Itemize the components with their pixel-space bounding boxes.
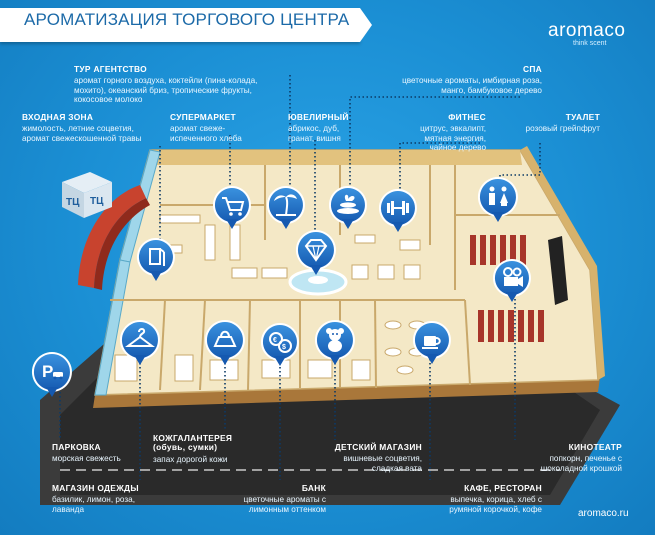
zone-name: КАФЕ, РЕСТОРАН [464,483,542,493]
zone-name: ВХОДНАЯ ЗОНА [22,112,94,122]
zone-name: ТУАЛЕТ [565,112,600,122]
entrance-arch [78,185,146,288]
glass-facade-lower [94,259,131,396]
label-supermarket: СУПЕРМАРКЕТ аромат свеже-испеченного хле… [170,112,256,143]
page-title: АРОМАТИЗАЦИЯ ТОРГОВОГО ЦЕНТРА [24,10,350,29]
zone-name: ПАРКОВКА [52,442,101,452]
logo-cube-right [84,182,112,218]
label-spa: СПА цветочные ароматы, имбирная роза, ма… [402,64,542,95]
zone-desc: цветочные ароматы с лимонным оттенком [243,495,326,514]
zone-desc: выпечка, корица, хлеб с румяной корочкой… [449,495,542,514]
title-banner [0,8,372,42]
entrance-arch-edge [94,198,150,290]
zone-name: КОЖГАЛАНТЕРЕЯ (обувь, сумки) [153,433,233,453]
website-url: aromaco.ru [578,508,629,519]
logo-cube-mark-side: ТЦ [90,196,104,207]
zone-desc: розовый грейпфрут [525,124,600,134]
building-back-wall [150,150,522,165]
building-side-wall [93,378,600,408]
svg-text:€: € [273,337,277,344]
label-jewelry: ЮВЕЛИРНЫЙ абрикос, дуб, гранат, вишня [288,112,354,143]
zone-name: СУПЕРМАРКЕТ [170,112,236,122]
fitness-equipment [351,234,421,280]
label-leather: КОЖГАЛАНТЕРЕЯ (обувь, сумки) запах дорог… [153,433,233,464]
fountain-center [308,276,328,284]
logo-cube-top [62,172,112,193]
label-parking: ПАРКОВКА морская свежесть [52,442,142,464]
zone-name: МАГАЗИН ОДЕЖДЫ [52,483,139,493]
zone-name: ДЕТСКИЙ МАГАЗИН [334,442,422,452]
zone-desc: аромат свеже-испеченного хлеба [170,124,242,143]
label-toilet: ТУАЛЕТ розовый грейпфрут [500,112,600,134]
zone-name: ТУР АГЕНТСТВО [74,64,147,74]
zone-desc: цитрус, эвкалипт, мятная энергия, чайное… [420,124,486,153]
zone-name: СПА [522,64,542,74]
cinema-seats [470,235,544,342]
svg-text:$: $ [282,344,286,351]
zone-name: ФИТНЕС [448,112,486,122]
logo-cube-mark: ТЦ [66,197,80,208]
label-entrance: ВХОДНАЯ ЗОНА жимолость, летние соцветия,… [22,112,162,143]
label-cafe: КАФЕ, РЕСТОРАН выпечка, корица, хлеб с р… [432,483,542,514]
leader-lines [59,75,541,480]
label-bank: БАНК цветочные ароматы с лимонным оттенк… [236,483,326,514]
zone-desc: базилик, лимон, роза, лаванда [52,495,135,514]
zone-name: ЮВЕЛИРНЫЙ [288,112,349,122]
zone-desc: цветочные ароматы, имбирная роза, манго,… [402,76,542,95]
svg-text:P: P [42,362,53,381]
zone-desc: морская свежесть [52,454,121,464]
map-pins: P € [31,177,531,397]
zone-desc: абрикос, дуб, гранат, вишня [288,124,341,143]
label-cinema: КИНОТЕАТР попкорн, печенье с шоколадной … [510,442,622,473]
zone-desc: запах дорогой кожи [153,454,228,464]
display-counters [114,354,371,382]
brand-tagline: think scent [573,40,607,47]
zone-desc: аромат горного воздуха, коктейли (пина-к… [74,76,258,105]
cinema-screen [548,236,568,305]
zone-name: КИНОТЕАТР [568,442,622,452]
building-right-wall [520,146,605,380]
brand-logo: aromaco [548,20,626,41]
zone-name: БАНК [301,483,326,493]
label-clothes: МАГАЗИН ОДЕЖДЫ базилик, лимон, роза, лав… [52,483,152,514]
label-fitness: ФИТНЕС цитрус, эвкалипт, мятная энергия,… [398,112,486,153]
label-kids: ДЕТСКИЙ МАГАЗИН вишневые соцветия, сладк… [330,442,422,473]
label-tour-agency: ТУР АГЕНТСТВО аромат горного воздуха, ко… [74,64,274,105]
zone-desc: вишневые соцветия, сладкая вата [343,454,422,473]
zone-desc: жимолость, летние соцветия, аромат свеже… [22,124,142,143]
lower-shops [110,299,471,391]
zone-desc: попкорн, печенье с шоколадной крошкой [540,454,622,473]
logo-cube-left [62,182,84,218]
